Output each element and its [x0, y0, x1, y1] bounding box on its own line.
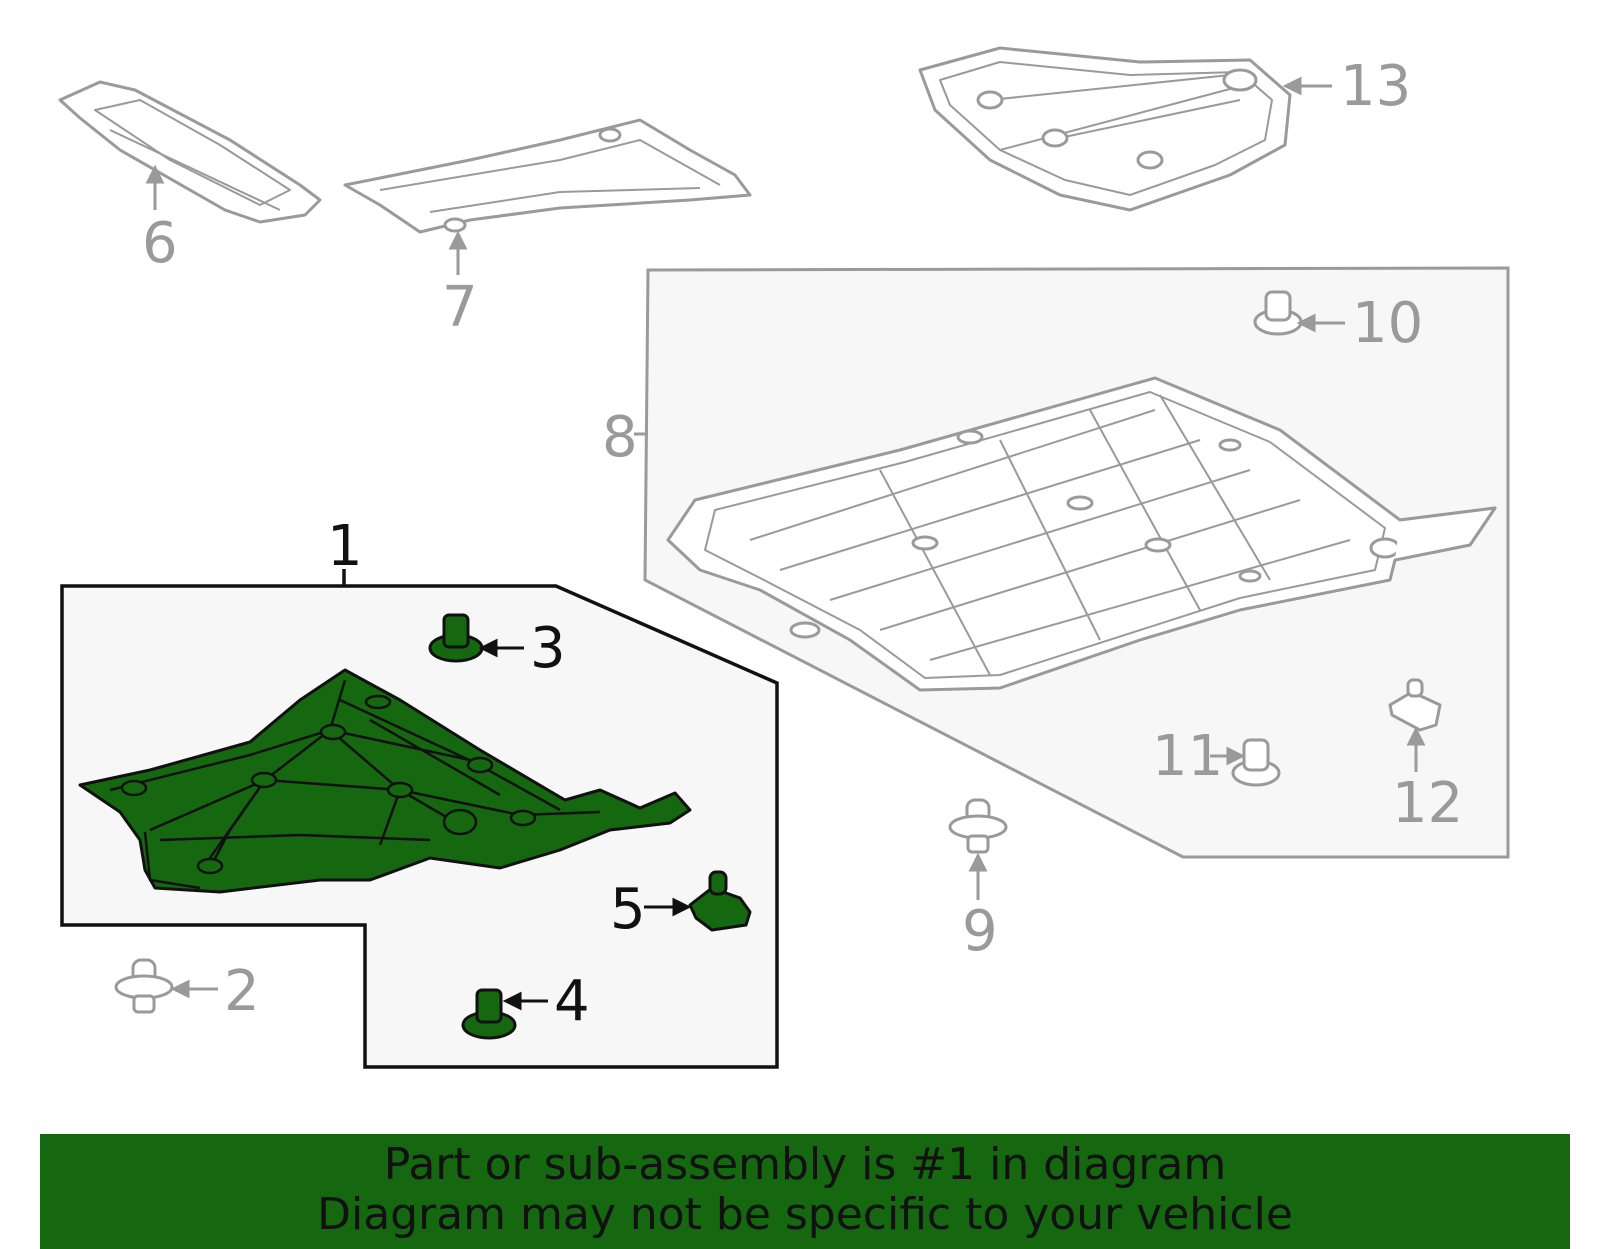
callout-7: 7: [442, 275, 478, 340]
banner-line-2: Diagram may not be specific to your vehi…: [317, 1189, 1293, 1240]
callout-4: 4: [554, 969, 590, 1034]
info-banner: Part or sub-assembly is #1 in diagram Di…: [40, 1134, 1570, 1249]
part-9-clip: [948, 798, 1008, 854]
arrow-4: [502, 991, 548, 1011]
arrow-13: [1282, 76, 1332, 96]
callout-9: 9: [962, 899, 998, 964]
callout-13: 13: [1340, 54, 1411, 119]
callout-5: 5: [610, 877, 646, 942]
part-2-clip: [114, 958, 174, 1014]
part-11-clip: [1231, 738, 1281, 787]
arrow-11: [1210, 746, 1246, 766]
callout-11: 11: [1152, 724, 1223, 789]
part-12-clip: [1388, 678, 1442, 732]
callout-6: 6: [142, 211, 178, 276]
arrow-6: [145, 164, 165, 210]
part-10-clip: [1253, 290, 1303, 336]
banner-line-1: Part or sub-assembly is #1 in diagram: [383, 1139, 1227, 1190]
part-4-clip: [461, 988, 517, 1040]
callout-10: 10: [1352, 291, 1423, 356]
arrow-9: [968, 852, 988, 900]
part-6-shield: [58, 80, 322, 224]
part-5-clip: [688, 870, 752, 932]
arrow-10: [1296, 313, 1345, 333]
arrow-5: [644, 897, 692, 917]
arrow-7: [448, 230, 468, 275]
callout-2: 2: [224, 959, 260, 1024]
part-13-tray: [918, 46, 1292, 212]
arrow-12: [1406, 726, 1426, 772]
arrow-2: [170, 979, 218, 999]
part-1-under-cover: [78, 668, 692, 894]
arrow-3: [478, 638, 524, 658]
callout-12: 12: [1392, 771, 1463, 836]
callout-3: 3: [530, 616, 566, 681]
part-7-shield: [343, 118, 752, 234]
callout-1: 1: [327, 514, 363, 579]
callout-8: 8: [602, 405, 638, 470]
part-8-under-cover: [666, 376, 1497, 692]
